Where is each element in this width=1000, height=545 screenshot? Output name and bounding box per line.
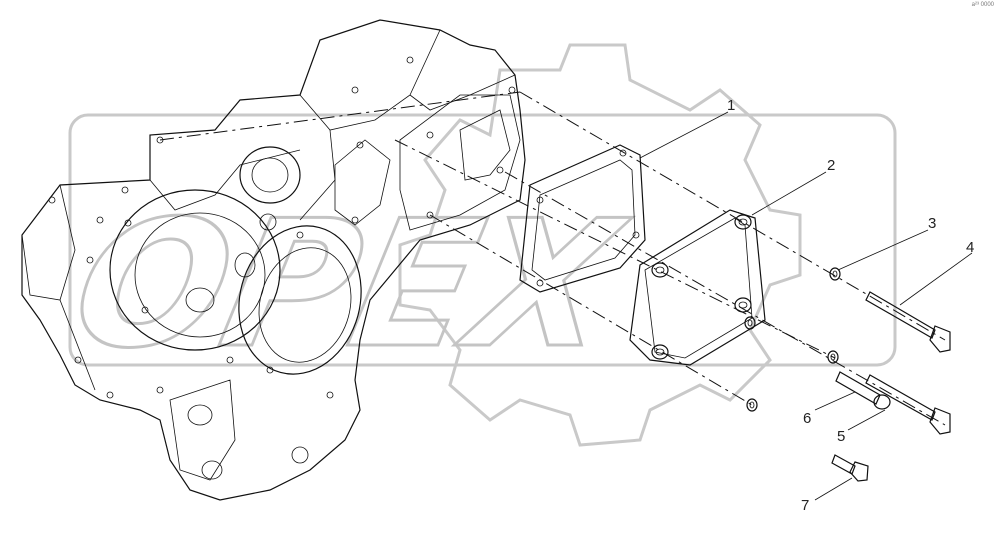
watermark-text: OPEX xyxy=(58,183,640,387)
part-3-washers xyxy=(744,267,841,412)
watermark-gear xyxy=(398,43,802,447)
callouts: 1 2 3 4 5 6 7 xyxy=(727,97,974,514)
callout-1: 1 xyxy=(727,97,735,114)
part-5-bolt xyxy=(865,374,951,435)
housing-bolt-holes xyxy=(48,56,516,399)
gear-housing xyxy=(21,19,526,501)
callout-2: 2 xyxy=(827,157,835,174)
watermark: OPEX xyxy=(56,43,897,447)
watermark-plate xyxy=(68,113,897,367)
part-1-gasket xyxy=(519,144,646,293)
corner-mark: a²³ 0000 xyxy=(971,2,994,8)
callout-5: 5 xyxy=(837,428,845,445)
part-7-short-bolt xyxy=(831,454,869,482)
part-4-long-bolt xyxy=(865,291,951,353)
callout-7: 7 xyxy=(801,497,809,514)
callout-4: 4 xyxy=(966,239,974,256)
leader-lines xyxy=(639,111,973,501)
callout-6: 6 xyxy=(803,410,811,427)
part-6-stud xyxy=(835,371,891,410)
part-2-cover-plate xyxy=(629,209,766,366)
callout-3: 3 xyxy=(928,215,936,232)
